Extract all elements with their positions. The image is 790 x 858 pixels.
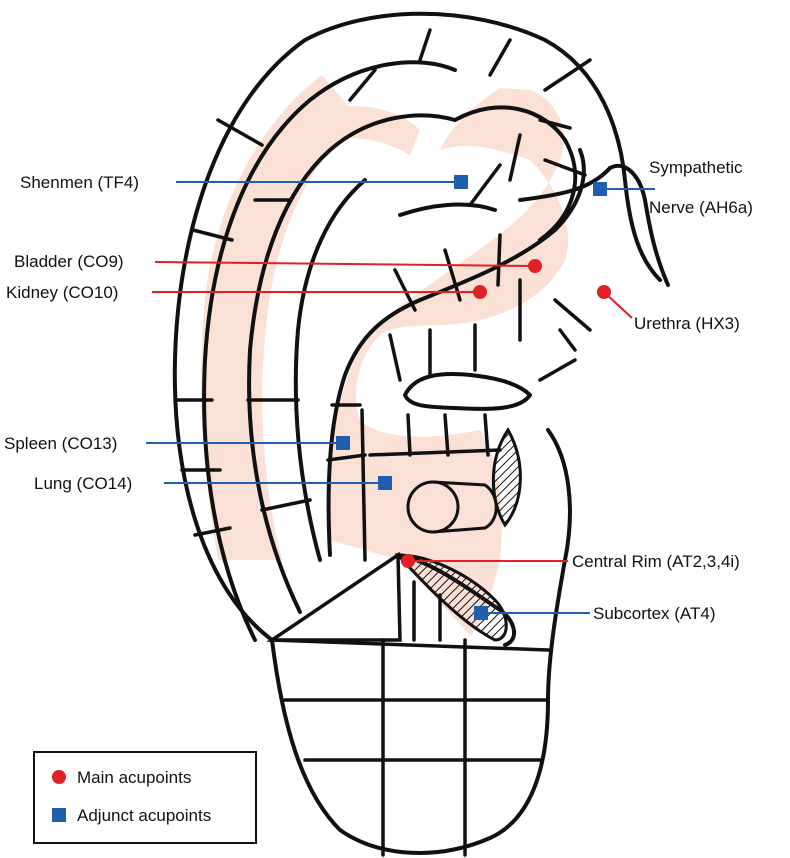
lobe-outline xyxy=(270,638,550,855)
adjunct-acupoint-markers xyxy=(336,175,607,620)
concha-shade xyxy=(328,88,569,635)
divider xyxy=(368,448,502,457)
divider xyxy=(388,333,402,382)
divider xyxy=(496,233,502,287)
hatched-tragus-area xyxy=(491,427,522,528)
legend-adjunct-label: Adjunct acupoints xyxy=(77,806,211,825)
urethra-label: Urethra (HX3) xyxy=(634,314,740,333)
divider xyxy=(553,298,592,332)
shenmen-label: Shenmen (TF4) xyxy=(20,173,139,192)
upper-crus-fold xyxy=(453,105,578,242)
outer-helix xyxy=(172,11,662,642)
subcortex-point-marker xyxy=(474,606,488,620)
urethra-point-marker xyxy=(597,285,611,299)
shenmen-point-marker xyxy=(454,175,468,189)
bladder-point-marker xyxy=(528,259,542,273)
kidney-point-marker xyxy=(473,285,487,299)
spleen-label: Spleen (CO13) xyxy=(4,434,117,453)
kidney-label: Kidney (CO10) xyxy=(6,283,118,302)
lung-label: Lung (CO14) xyxy=(34,474,132,493)
divider xyxy=(558,328,577,352)
legend: Main acupoints Adjunct acupoints xyxy=(33,751,257,844)
sympathetic-fold xyxy=(518,164,670,287)
divider xyxy=(543,58,592,92)
divider xyxy=(508,133,522,182)
divider xyxy=(488,38,512,77)
leader-lines xyxy=(146,181,655,614)
divider xyxy=(326,453,367,462)
antihelix-inner xyxy=(293,178,367,562)
spleen-point-marker xyxy=(336,436,350,450)
helix-inner-edge xyxy=(202,60,457,642)
divider xyxy=(193,526,232,537)
sympathetic-label-line1: Sympathetic xyxy=(649,158,743,177)
sympathetic-label-line2: Nerve (AH6a) xyxy=(649,198,753,217)
divider xyxy=(270,638,550,652)
divider xyxy=(360,408,367,562)
subcortex-label: Subcortex (AT4) xyxy=(593,604,716,623)
legend-main-label: Main acupoints xyxy=(77,768,191,787)
divider xyxy=(393,268,417,312)
central-rim-point-marker xyxy=(401,554,415,568)
divider xyxy=(483,413,490,457)
divider xyxy=(216,118,264,147)
legend-main-marker xyxy=(52,770,66,784)
divider xyxy=(418,28,432,62)
divider xyxy=(348,68,377,102)
lower-triangle xyxy=(266,551,402,642)
helix-crus xyxy=(403,372,532,411)
lung-point-marker xyxy=(378,476,392,490)
antihelix-outer xyxy=(247,113,457,614)
divider xyxy=(468,163,502,207)
ear-outlines xyxy=(172,11,670,855)
divider xyxy=(260,498,312,512)
point-labels: Shenmen (TF4) Sympathetic Nerve (AH6a) B… xyxy=(4,158,753,623)
circle-capsule xyxy=(432,480,498,534)
divider xyxy=(406,413,412,457)
legend-box xyxy=(33,751,257,844)
divider xyxy=(538,118,572,130)
bladder-label: Bladder (CO9) xyxy=(14,252,124,271)
triangular-fossa-line xyxy=(398,202,497,217)
concha-rim xyxy=(326,148,586,557)
bladder-leader xyxy=(154,261,536,267)
central-rim-label: Central Rim (AT2,3,4i) xyxy=(572,552,740,571)
upper-crus-shade xyxy=(330,106,420,155)
main-acupoint-markers xyxy=(401,259,611,568)
region-dividers xyxy=(176,28,592,562)
divider xyxy=(538,358,577,382)
small-circle-region xyxy=(406,480,460,534)
legend-adjunct-marker xyxy=(52,808,66,822)
lobe-grid xyxy=(266,551,550,857)
divider xyxy=(543,158,587,177)
divider xyxy=(191,228,234,242)
sympathetic-point-marker xyxy=(593,182,607,196)
tragus-line xyxy=(546,428,572,702)
divider xyxy=(443,413,450,457)
